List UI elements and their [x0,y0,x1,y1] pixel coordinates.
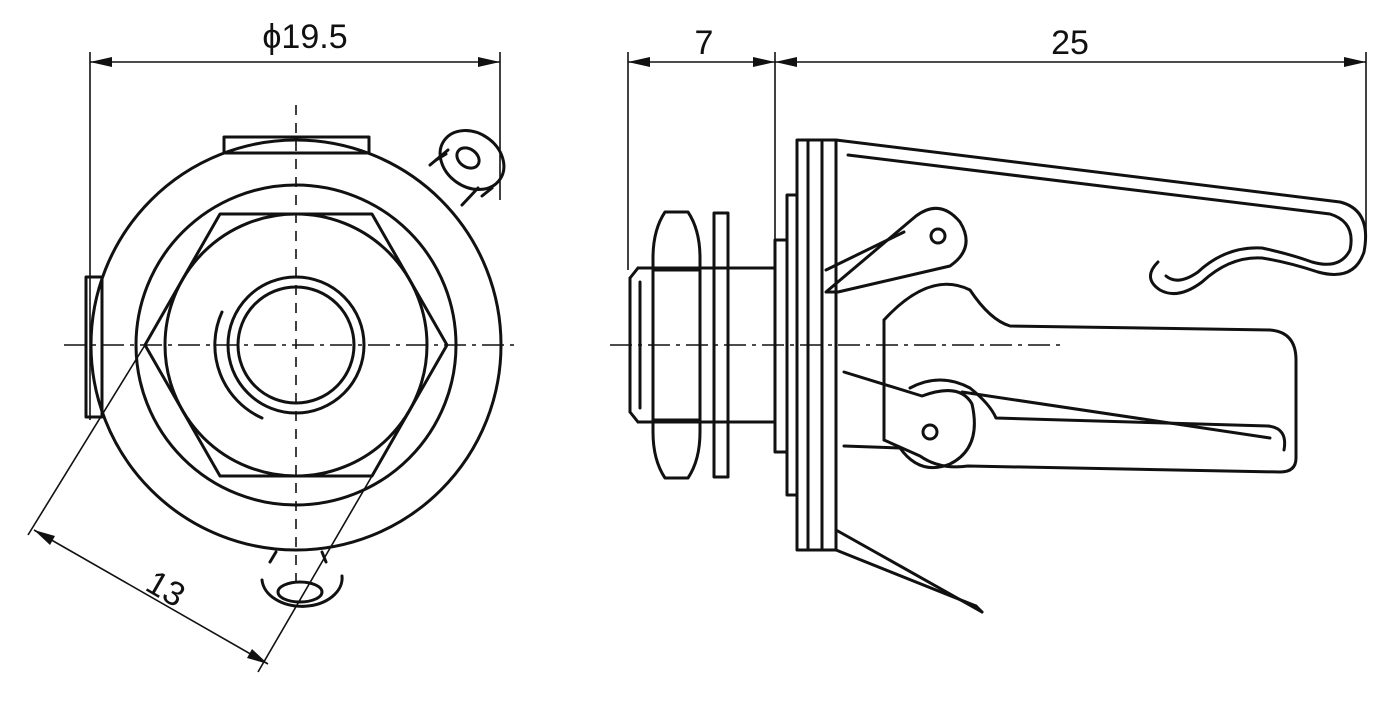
thread-length-label: 7 [695,24,714,62]
side-nut [651,210,702,480]
bore-highlight [213,310,264,420]
bottom-terminal [834,528,984,614]
lower-contact-lever [842,370,1287,469]
lower-solder-lug [260,550,344,608]
side-view: 7 25 [610,24,1368,614]
nut-width-label: 13 [140,563,192,615]
body-length-dimension: 25 [775,24,1367,240]
upper-solder-lug [428,129,506,207]
nut-width-dimension: 13 [27,344,373,673]
insulator-body [882,282,1298,474]
upper-contact-lever [824,206,968,294]
top-spring-arm [834,138,1368,296]
body-length-label: 25 [1051,24,1089,62]
top-bracket-tab [222,135,371,155]
left-bracket-tab [84,275,104,419]
front-view: ϕ19.5 [27,18,518,673]
thread-length-dimension: 7 [627,24,776,270]
diameter-label: ϕ19.5 [262,18,347,56]
